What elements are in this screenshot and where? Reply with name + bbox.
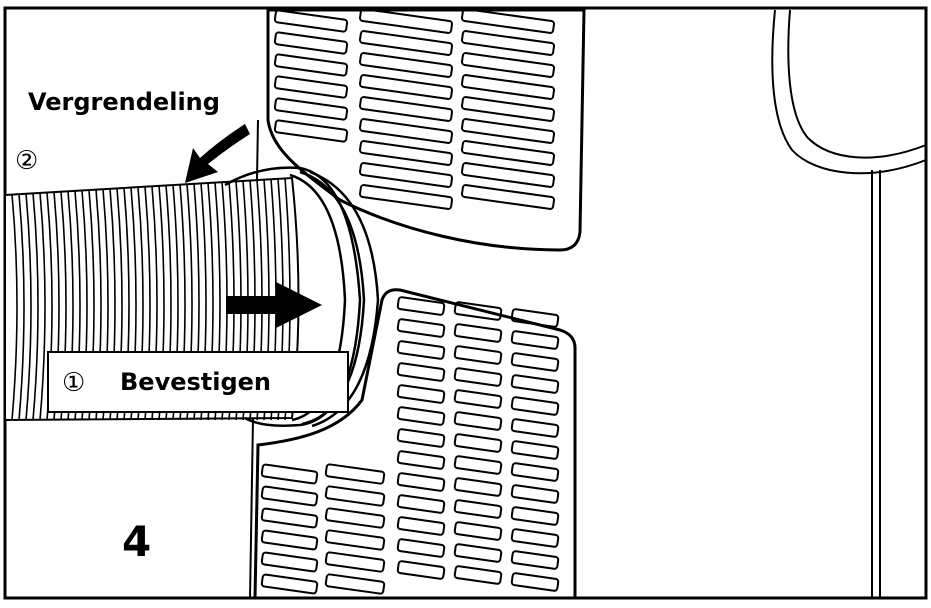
step-number: 4	[122, 517, 151, 566]
vent-slat	[324, 507, 386, 529]
vent-slat	[510, 308, 560, 328]
hose-rib	[11, 194, 18, 421]
vent-slat	[260, 485, 319, 507]
vent-slat	[396, 494, 446, 514]
vent-slat	[453, 499, 503, 519]
vent-slat	[396, 318, 446, 338]
vent-slat	[273, 53, 349, 77]
vent-slat	[324, 573, 386, 595]
vent-slat	[453, 521, 503, 541]
lock-step-marker: ②	[15, 146, 38, 176]
vent-slat	[359, 118, 453, 144]
vent-slat	[396, 560, 446, 580]
vent-slat	[510, 572, 560, 592]
vent-slat	[324, 485, 386, 507]
vent-slat	[273, 119, 349, 143]
vent-slat	[396, 340, 446, 360]
vent-slat	[453, 389, 503, 409]
vent-slat	[260, 463, 319, 485]
vent-slat	[453, 565, 503, 585]
vent-slat	[461, 118, 555, 144]
vent-slat	[453, 411, 503, 431]
vent-slat	[461, 30, 555, 56]
vent-slat	[510, 440, 560, 460]
attach-label-box	[47, 351, 349, 413]
vent-slat	[510, 352, 560, 372]
vent-slat	[359, 96, 453, 122]
vent-slat	[324, 463, 386, 485]
vent-slat	[396, 450, 446, 470]
vent-slat	[359, 52, 453, 78]
vent-slat	[510, 484, 560, 504]
vent-slat	[324, 551, 386, 573]
vent-slat	[461, 74, 555, 100]
vent-slat	[396, 406, 446, 426]
vent-slat	[453, 455, 503, 475]
vent-slat	[453, 367, 503, 387]
vent-slat	[461, 8, 555, 34]
vent-slat	[461, 184, 555, 210]
vent-slat	[359, 162, 453, 188]
vent-slat	[359, 8, 453, 34]
vent-slat	[396, 516, 446, 536]
vent-slat	[510, 506, 560, 526]
vent-slat	[510, 418, 560, 438]
vent-slat	[396, 472, 446, 492]
vent-slat	[273, 97, 349, 121]
vent-slat	[461, 140, 555, 166]
vent-slat	[396, 538, 446, 558]
vent-slat	[396, 296, 446, 316]
vent-slat	[453, 301, 503, 321]
attach-push-arrow-icon	[226, 282, 322, 328]
upper-vent-grille	[266, 8, 586, 252]
vent-slat	[359, 140, 453, 166]
hose-rib	[18, 193, 25, 421]
vent-slat	[396, 362, 446, 382]
vent-slat	[396, 428, 446, 448]
hose-rib	[39, 192, 46, 421]
vent-slat	[510, 550, 560, 570]
vent-slat	[273, 75, 349, 99]
vent-slat	[359, 30, 453, 56]
vent-slat	[359, 184, 453, 210]
vent-slat	[260, 551, 319, 573]
vent-slat	[510, 462, 560, 482]
vent-slat	[324, 529, 386, 551]
hose-rib	[32, 192, 39, 421]
vent-slat	[453, 543, 503, 563]
vent-slat	[396, 384, 446, 404]
attach-label: Bevestigen	[120, 368, 271, 396]
vent-slat	[510, 374, 560, 394]
vent-slat	[453, 477, 503, 497]
lock-rotation-arrow-icon	[185, 124, 250, 183]
vent-slat	[510, 330, 560, 350]
attach-step-marker: ①	[62, 368, 85, 398]
vent-slat	[510, 396, 560, 416]
vent-slat	[260, 507, 319, 529]
vent-slat	[260, 529, 319, 551]
vent-slat	[260, 573, 319, 595]
lower-vent-grille	[253, 288, 577, 600]
vent-slat	[453, 323, 503, 343]
vent-slat	[461, 52, 555, 78]
vent-slat	[273, 31, 349, 55]
vent-slat	[453, 345, 503, 365]
hose-rib	[25, 193, 32, 421]
lock-label: Vergrendeling	[28, 88, 220, 116]
vent-slat	[510, 528, 560, 548]
vent-slat	[273, 9, 349, 33]
vent-slat	[461, 96, 555, 122]
vent-slat	[461, 162, 555, 188]
vent-slat	[359, 74, 453, 100]
vent-slat	[453, 433, 503, 453]
